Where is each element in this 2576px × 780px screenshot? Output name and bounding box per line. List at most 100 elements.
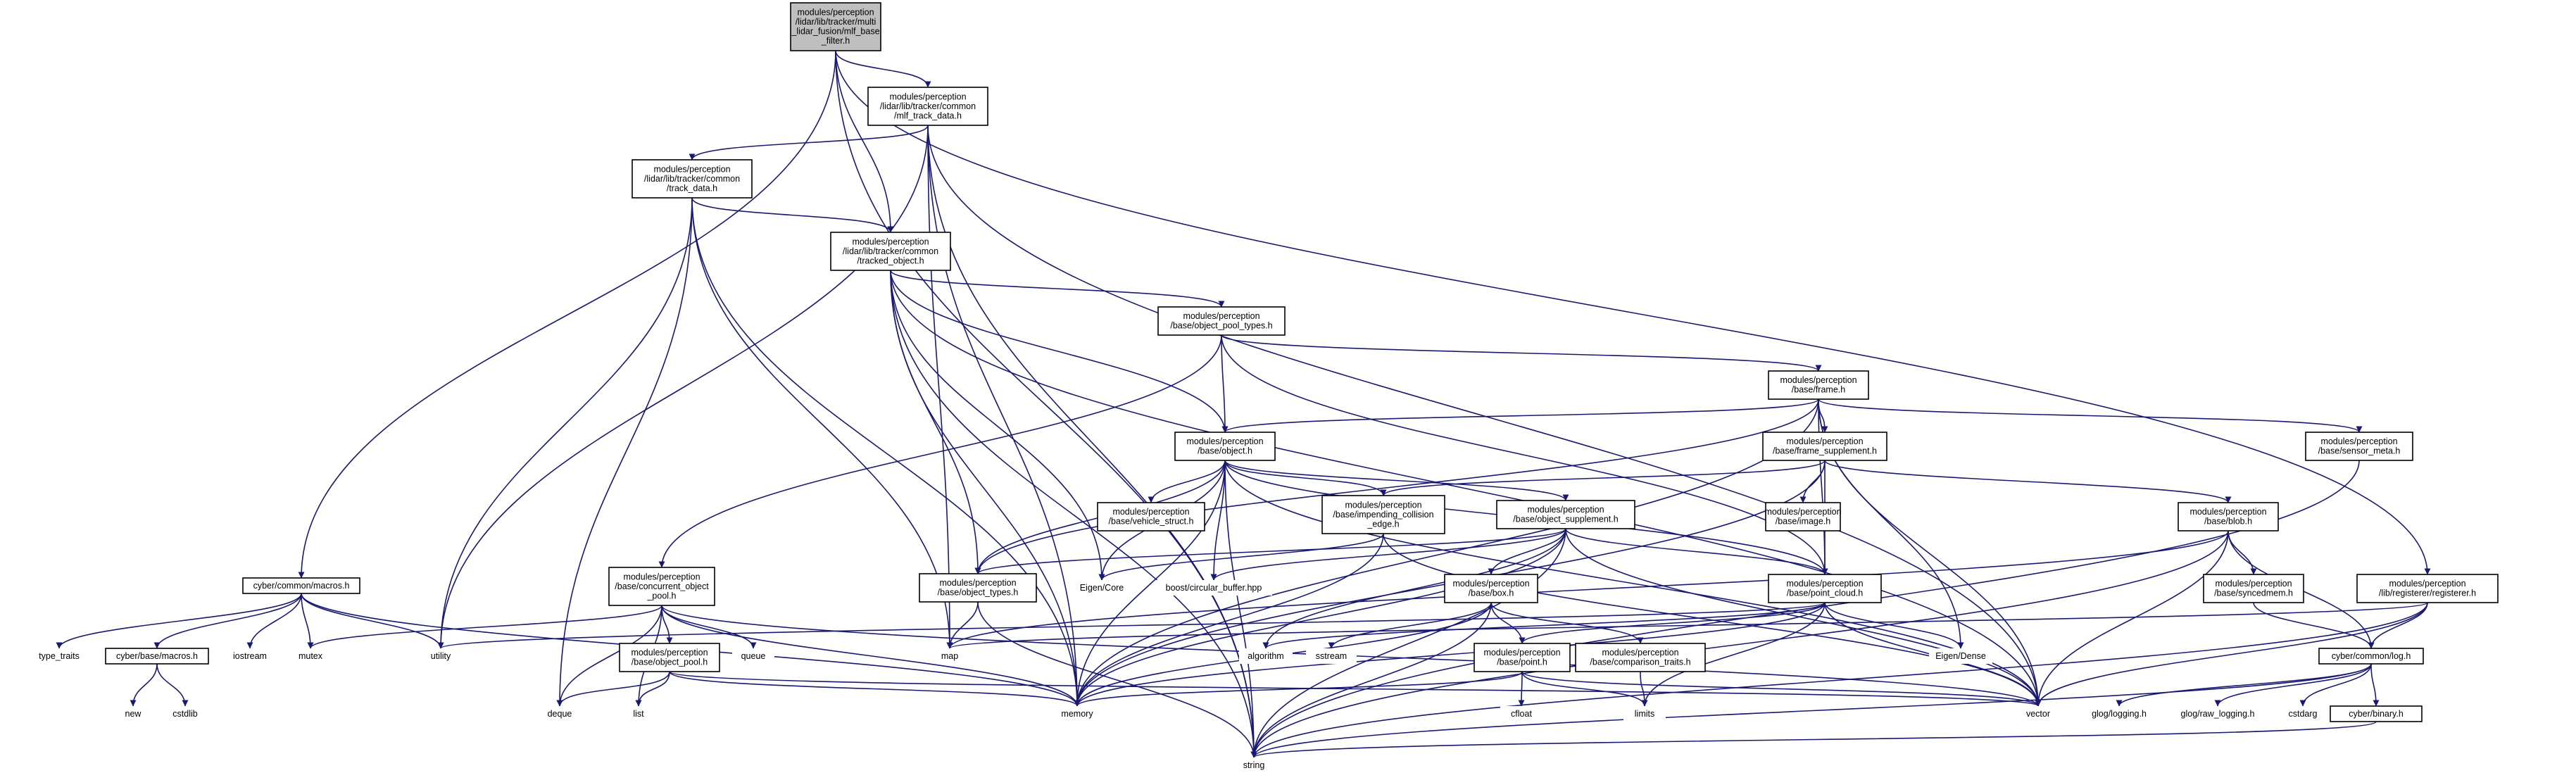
node-bg-string — [1232, 757, 1276, 773]
node-label-object_types-line-0: modules/perception — [939, 578, 1016, 588]
edge-comparison_traits-to-limits — [1640, 671, 1648, 707]
node-label-mlf_base_filter-line-0: modules/perception — [797, 8, 874, 18]
node-label-sensor_meta-line-0: modules/perception — [2320, 436, 2397, 446]
node-label-mlf_base_filter-line-2: _lidar_fusion/mlf_base — [791, 27, 879, 37]
edge-object_supplement-to-vector — [1565, 528, 2042, 707]
node-impending_collision_edge[interactable]: modules/perception/base/impending_collis… — [1321, 495, 1445, 534]
node-cyber_binary[interactable]: cyber/binary.h — [2330, 705, 2423, 722]
node-bg-iostream — [224, 648, 276, 664]
node-box-cyber_log — [2318, 648, 2424, 665]
node-circular_buffer: boost/circular_buffer.hpp — [1155, 580, 1272, 596]
node-concurrent_object_pool[interactable]: modules/perception/base/concurrent_objec… — [608, 567, 715, 606]
node-label-point_cloud-line-1: /base/point_cloud.h — [1787, 589, 1863, 598]
node-label-vector-line-0: vector — [2026, 709, 2050, 719]
node-label-tracked_object-line-1: /lidar/lib/tracker/common — [843, 246, 938, 256]
edge-object_supplement-to-memory — [1074, 528, 1566, 707]
edge-track_data-to-map — [691, 197, 953, 649]
node-box-object_pool — [619, 643, 720, 672]
node-mlf_base_filter[interactable]: modules/perception/lidar/lib/tracker/mul… — [790, 2, 881, 51]
edge-cyber_log-to-cstdarg — [2299, 663, 2372, 707]
edge-cyber_macros-to-iostream — [246, 593, 302, 649]
node-label-type_traits-line-0: type_traits — [39, 651, 80, 661]
node-label-vehicle_struct-line-0: modules/perception — [1112, 507, 1189, 517]
node-label-concurrent_object_pool-line-2: _pool.h — [646, 591, 676, 600]
node-label-object_pool_types-line-1: /base/object_pool_types.h — [1170, 321, 1272, 331]
node-object_types[interactable]: modules/perception/base/object_types.h — [919, 573, 1037, 603]
node-object[interactable]: modules/perception/base/object.h — [1174, 432, 1276, 461]
edge-frame_supplement-to-blob — [1824, 460, 2232, 503]
edge-point_cloud-to-limits — [1641, 602, 1826, 707]
node-label-tracked_object-line-2: /tracked_object.h — [857, 256, 924, 265]
edge-blob-to-map — [946, 530, 2229, 649]
node-bg-eigen_dense — [1929, 648, 1992, 664]
edge-layer — [56, 50, 2431, 758]
edge-cyber_macros-to-type_traits — [56, 593, 302, 649]
node-label-object-line-0: modules/perception — [1186, 436, 1263, 446]
node-label-object_types-line-1: /base/object_types.h — [938, 588, 1019, 598]
node-iostream: iostream — [224, 648, 276, 664]
node-box-concurrent_object_pool — [608, 567, 715, 606]
edge-cyber_macros-to-mutex — [301, 593, 314, 649]
edge-mlf_track_data-to-map — [927, 125, 953, 649]
edge-point_cloud-to-memory — [1074, 602, 1826, 707]
node-frame_supplement[interactable]: modules/perception/base/frame_supplement… — [1762, 432, 1887, 461]
node-vehicle_struct[interactable]: modules/perception/base/vehicle_struct.h — [1097, 502, 1205, 531]
node-label-cyber_binary-line-0: cyber/binary.h — [2349, 709, 2404, 719]
node-cyber_base_macros[interactable]: cyber/base/macros.h — [105, 648, 209, 665]
edge-impending_collision_edge-to-memory — [1074, 533, 1384, 707]
node-box-object_pool_types — [1157, 306, 1286, 336]
node-label-blob-line-0: modules/perception — [2189, 507, 2266, 517]
node-deque: deque — [538, 706, 582, 722]
edge-point_cloud-to-utility — [438, 602, 1826, 649]
edge-box-to-string — [1250, 602, 1492, 758]
node-tracked_object[interactable]: modules/perception/lidar/lib/tracker/com… — [830, 232, 951, 271]
node-frame[interactable]: modules/perception/base/frame.h — [1768, 370, 1869, 400]
node-box-mlf_base_filter — [790, 2, 881, 51]
node-syncedmem[interactable]: modules/perception/base/syncedmem.h — [2203, 574, 2304, 603]
node-bg-eigen_core — [1074, 580, 1129, 596]
node-label-glog_raw_logging-line-0: glog/raw_logging.h — [2181, 709, 2255, 719]
node-label-cstdarg-line-0: cstdarg — [2289, 709, 2318, 719]
node-object_pool[interactable]: modules/perception/base/object_pool.h — [619, 643, 720, 672]
edge-object_types-to-map — [946, 601, 979, 649]
node-vector: vector — [2016, 706, 2061, 722]
node-label-frame_supplement-line-0: modules/perception — [1786, 436, 1863, 446]
node-label-cstdlib-line-0: cstdlib — [172, 709, 197, 719]
node-bg-cstdlib — [162, 706, 208, 722]
node-object_supplement[interactable]: modules/perception/base/object_supplemen… — [1496, 500, 1635, 529]
node-bg-utility — [418, 648, 463, 664]
node-box[interactable]: modules/perception/base/box.h — [1444, 574, 1538, 603]
node-mlf_track_data[interactable]: modules/perception/lidar/lib/tracker/com… — [867, 87, 988, 126]
edge-registerer-to-vector — [2035, 602, 2428, 707]
node-bg-deque — [538, 706, 582, 722]
edge-mlf_base_filter-to-string — [835, 50, 1257, 758]
node-box-object_types — [919, 573, 1037, 603]
edge-cyber_macros-to-cyber_base_macros — [153, 593, 302, 649]
node-comparison_traits[interactable]: modules/perception/base/comparison_trait… — [1575, 643, 1706, 672]
node-box-frame — [1768, 370, 1869, 400]
node-track_data[interactable]: modules/perception/lidar/lib/tracker/com… — [632, 159, 753, 199]
node-blob[interactable]: modules/perception/base/blob.h — [2178, 502, 2279, 531]
node-cfloat: cfloat — [1500, 706, 1543, 722]
node-label-box-line-1: /base/box.h — [1469, 589, 1514, 598]
edge-object-to-circular_buffer — [1210, 460, 1226, 581]
node-label-point-line-0: modules/perception — [1483, 648, 1560, 658]
edge-point_cloud-to-point — [1519, 602, 1826, 644]
node-registerer[interactable]: modules/perception/lib/registerer/regist… — [2356, 574, 2499, 603]
node-point_cloud[interactable]: modules/perception/base/point_cloud.h — [1768, 574, 1882, 603]
edge-track_data-to-tracked_object — [691, 197, 894, 233]
node-label-syncedmem-line-0: modules/perception — [2215, 579, 2292, 589]
node-cyber_macros[interactable]: cyber/common/macros.h — [242, 577, 360, 594]
node-sensor_meta[interactable]: modules/perception/base/sensor_meta.h — [2305, 432, 2413, 461]
node-bg-memory — [1052, 706, 1102, 722]
node-list: list — [623, 706, 654, 722]
node-box-cyber_macros — [242, 577, 360, 594]
node-label-tracked_object-line-0: modules/perception — [852, 237, 929, 246]
node-cyber_log[interactable]: cyber/common/log.h — [2318, 648, 2424, 665]
node-point[interactable]: modules/perception/base/point.h — [1474, 643, 1571, 672]
edge-tracked_object-to-string — [890, 270, 1257, 758]
node-image[interactable]: modules/perception/base/image.h — [1764, 502, 1842, 531]
node-object_pool_types[interactable]: modules/perception/base/object_pool_type… — [1157, 306, 1286, 336]
edge-point_cloud-to-eigen_dense — [1824, 602, 1964, 649]
